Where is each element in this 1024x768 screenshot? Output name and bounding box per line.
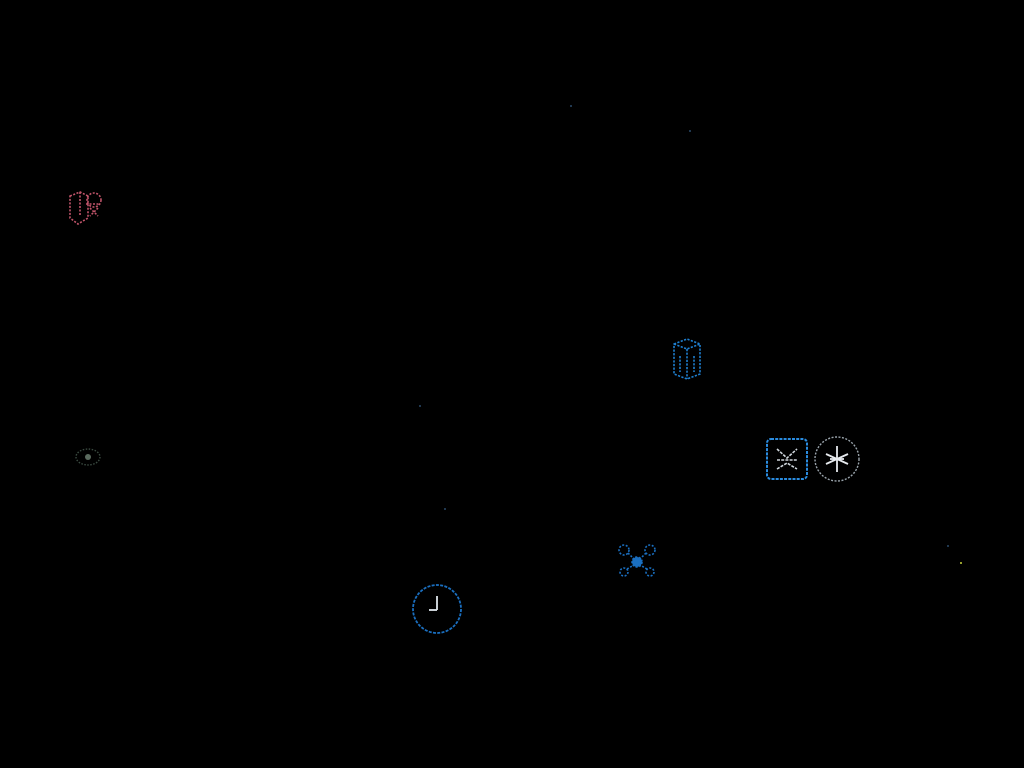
speck [960,562,962,564]
clock-icon[interactable] [410,582,464,636]
settings-sparkle-icon[interactable] [812,434,862,484]
speck [689,130,691,132]
network-nodes-icon[interactable] [614,538,660,580]
speck [947,545,949,547]
speck [444,508,446,510]
speck [419,405,421,407]
folder-network-icon[interactable] [66,186,108,228]
speck [570,105,572,107]
app-grid-icon[interactable] [764,436,810,482]
dot-icon[interactable] [72,444,104,470]
cube-icon[interactable] [668,336,706,382]
